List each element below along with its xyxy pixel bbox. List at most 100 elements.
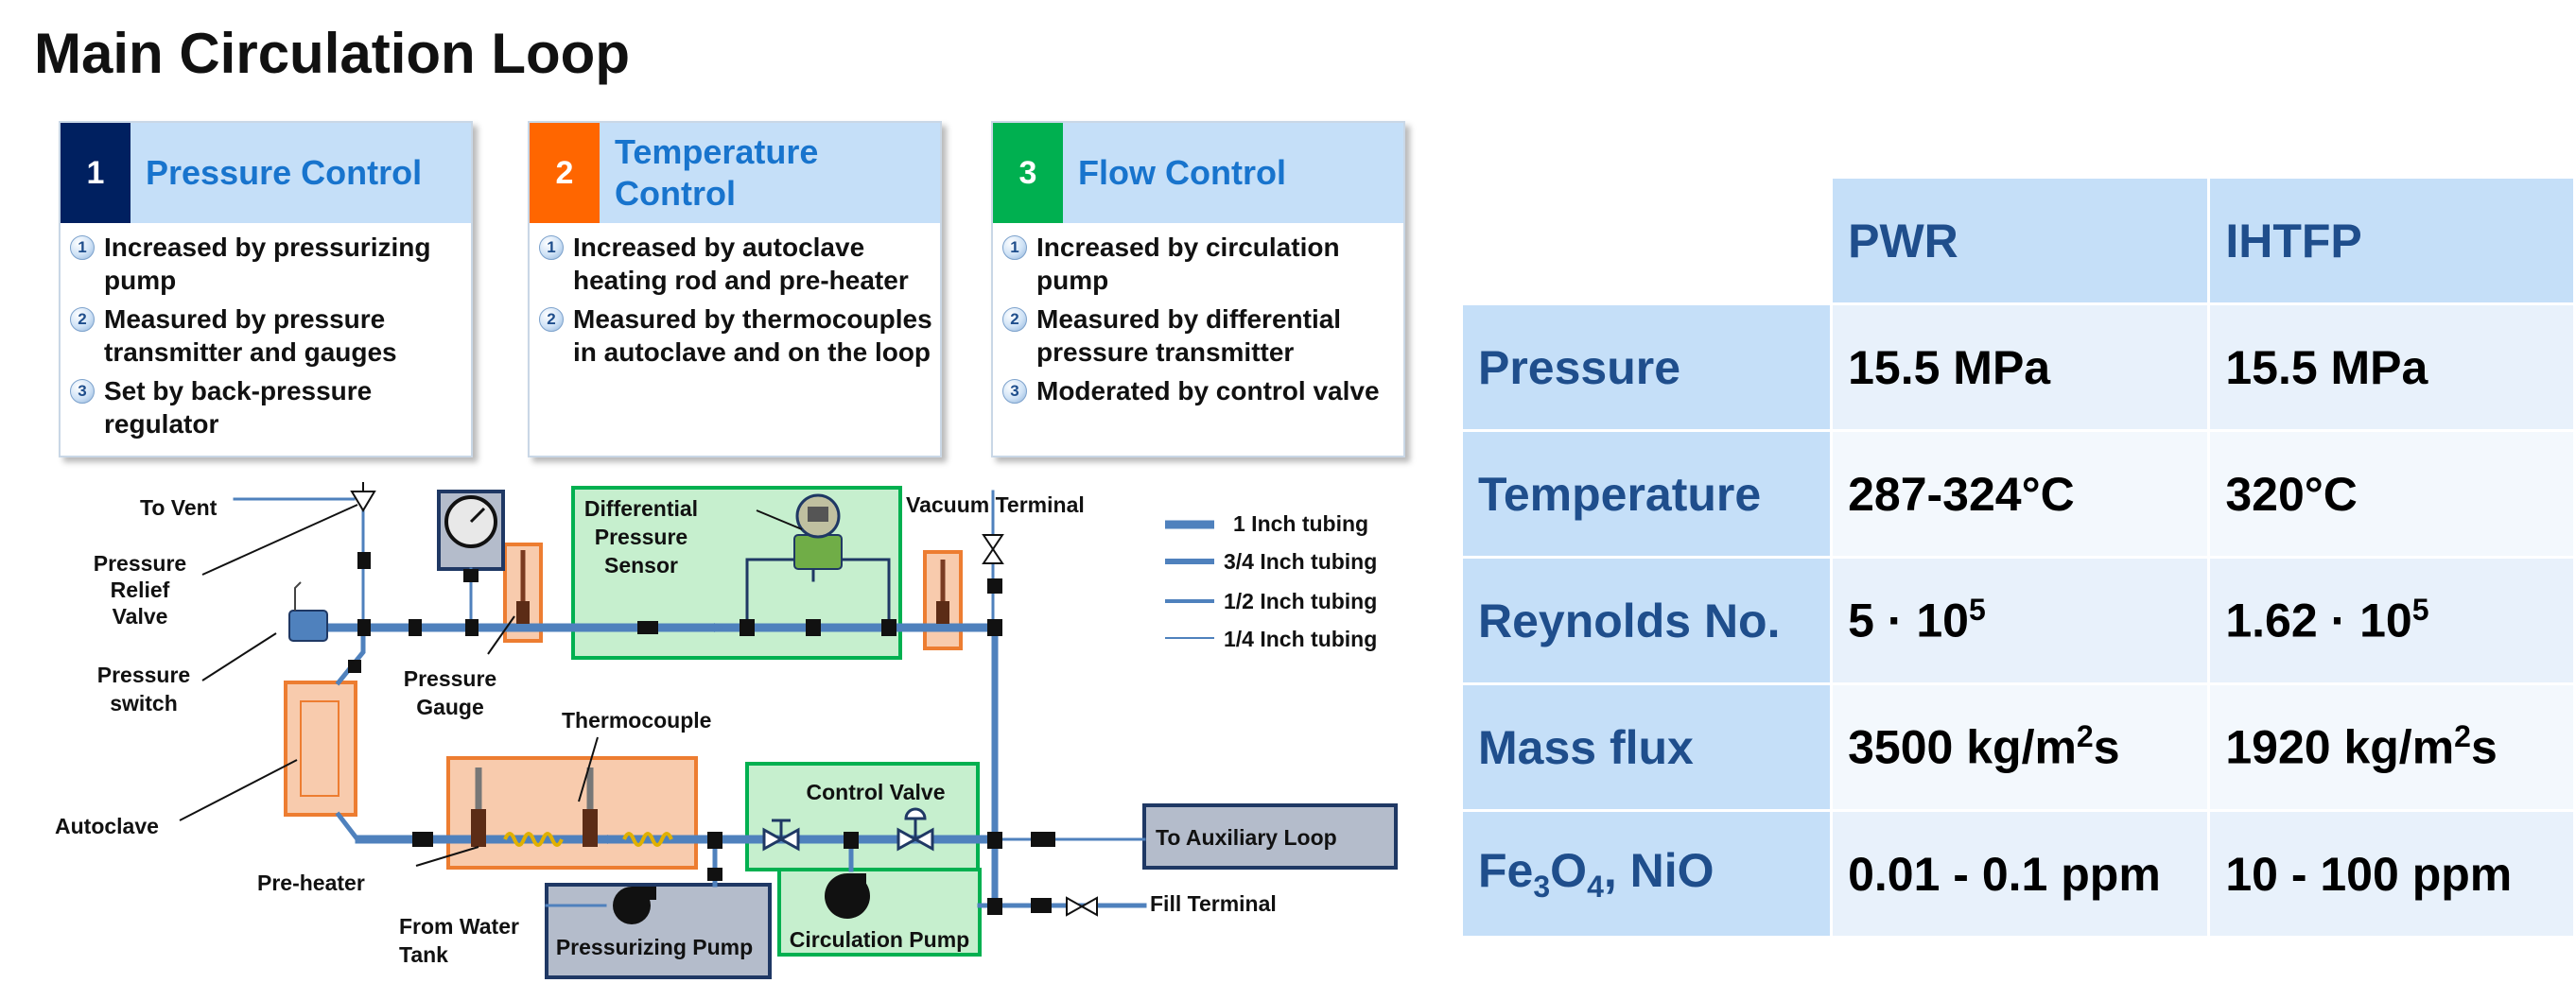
list-item-text: Increased by circulation pump	[1036, 233, 1340, 295]
fitting	[987, 832, 1002, 849]
list-item: 2 Measured by thermocouples in autoclave …	[539, 302, 934, 369]
number-1-icon: 1	[539, 235, 564, 260]
number-2-icon: 2	[539, 307, 564, 332]
heater-coil-icon	[503, 832, 673, 847]
thermocouple-housing	[923, 550, 963, 650]
page-title: Main Circulation Loop	[34, 22, 630, 85]
fitting	[357, 619, 371, 636]
label-subscript: 3	[1533, 870, 1551, 904]
number-1-icon: 1	[1002, 235, 1027, 260]
row-label-mass-flux: Mass flux	[1463, 685, 1831, 809]
cell-ihtfp-impurities: 10 - 100 ppm	[2210, 812, 2573, 936]
value-base: 5 · 10	[1848, 594, 1969, 647]
comparison-table: PWR IHTFP Pressure 15.5 MPa 15.5 MPa Tem…	[1460, 176, 2576, 939]
label-vacuum-terminal: Vacuum Terminal	[906, 492, 1085, 517]
legend-label-3-4-inch: 3/4 Inch tubing	[1224, 549, 1377, 574]
cell-pwr-mass-flux: 3500 kg/m2s	[1833, 685, 2208, 809]
control-valve-icon	[896, 807, 934, 852]
row-label-pressure: Pressure	[1463, 305, 1831, 429]
table-row: Reynolds No. 5 · 105 1.62 · 105	[1463, 559, 2573, 682]
card-title: Pressure Control	[146, 153, 423, 192]
table-row: Pressure 15.5 MPa 15.5 MPa	[1463, 305, 2573, 429]
card-number-badge: 3	[993, 123, 1063, 223]
pipe-fittings	[348, 552, 1055, 915]
fitting	[987, 619, 1002, 636]
legend-label-1-inch: 1 Inch tubing	[1233, 511, 1368, 536]
relief-valve-icon	[350, 482, 376, 512]
table-row: Temperature 287-324°C 320°C	[1463, 432, 2573, 556]
thermocouple-icon	[936, 560, 949, 624]
loop-diagram: To Vent Pressure Relief Valve Pressure s…	[55, 482, 1398, 979]
fill-valve-icon	[1066, 896, 1098, 917]
pressurizing-pump-icon	[613, 887, 656, 924]
pressure-switch-icon	[288, 581, 328, 642]
label-pressure-gauge-line1: Pressure	[404, 666, 496, 691]
row-label-impurities: Fe3O4, NiO	[1463, 812, 1831, 936]
fitting	[412, 832, 433, 847]
fitting	[357, 552, 371, 569]
row-label-reynolds: Reynolds No.	[1463, 559, 1831, 682]
to-auxiliary-loop-box	[1142, 803, 1398, 870]
value-superscript: 2	[2454, 719, 2471, 754]
list-item-text: Moderated by control valve	[1036, 376, 1380, 405]
table-corner	[1463, 179, 1831, 302]
table-row: Mass flux 3500 kg/m2s 1920 kg/m2 s	[1463, 685, 2573, 809]
column-header-pwr: PWR	[1833, 179, 2208, 302]
number-3-icon: 3	[70, 379, 95, 404]
label-autoclave: Autoclave	[55, 814, 159, 838]
cell-pwr-reynolds: 5 · 105	[1833, 559, 2208, 682]
label-part: O	[1550, 844, 1588, 897]
list-item-text: Measured by thermocouples in autoclave a…	[573, 304, 932, 367]
label-to-vent: To Vent	[140, 495, 218, 520]
card-item-list: 1 Increased by autoclave heating rod and …	[539, 231, 934, 374]
circulation-pump-icon	[825, 873, 870, 919]
gauge-needle	[469, 507, 486, 524]
fitting	[881, 619, 896, 636]
thermocouple-icon	[583, 767, 598, 847]
leader-lines	[179, 504, 803, 867]
label-part: , NiO	[1603, 844, 1714, 897]
fitting	[637, 621, 658, 634]
tubing-legend	[1165, 520, 1214, 639]
autoclave-box	[284, 681, 357, 817]
fitting	[806, 619, 821, 636]
dp-transmitter-icon	[793, 493, 843, 570]
fitting	[463, 569, 479, 582]
value-main: 3500 kg/m	[1848, 720, 2077, 774]
label-to-auxiliary-loop: To Auxiliary Loop	[1156, 825, 1337, 850]
label-dp-sensor-line3: Sensor	[604, 553, 678, 578]
number-2-icon: 2	[70, 307, 95, 332]
label-relief-valve-line1: Pressure	[94, 551, 186, 576]
fitting	[1031, 832, 1055, 847]
label-pressure-gauge-line2: Gauge	[416, 695, 484, 719]
card-title: Flow Control	[1078, 153, 1286, 192]
fitting	[707, 832, 722, 849]
list-item: 1 Increased by circulation pump	[1002, 231, 1398, 297]
control-valve-icon	[762, 819, 800, 852]
legend-label-1-4-inch: 1/4 Inch tubing	[1224, 627, 1377, 651]
fitting	[465, 619, 479, 636]
circulation-pump-box	[777, 868, 982, 957]
value-suffix: s	[2093, 720, 2120, 774]
column-header-ihtfp: IHTFP	[2210, 179, 2573, 302]
label-from-water-tank-line1: From Water	[399, 914, 519, 939]
legend-label-1-2-inch: 1/2 Inch tubing	[1224, 589, 1377, 613]
autoclave-vessel	[300, 700, 339, 797]
cell-pwr-temperature: 287-324°C	[1833, 432, 2208, 556]
pressurizing-pump-box	[545, 883, 772, 979]
card-number-badge: 1	[61, 123, 131, 223]
value-main: 1920 kg/m	[2225, 720, 2455, 774]
label-pressurizing-pump: Pressurizing Pump	[556, 935, 753, 959]
fitting	[844, 832, 859, 849]
list-item-text: Increased by autoclave heating rod and p…	[573, 233, 909, 295]
label-from-water-tank-line2: Tank	[399, 942, 448, 967]
list-item: 1 Increased by autoclave heating rod and …	[539, 231, 934, 297]
diagram-labels: To Vent Pressure Relief Valve Pressure s…	[55, 492, 1377, 967]
list-item-text: Increased by pressurizing pump	[104, 233, 431, 295]
